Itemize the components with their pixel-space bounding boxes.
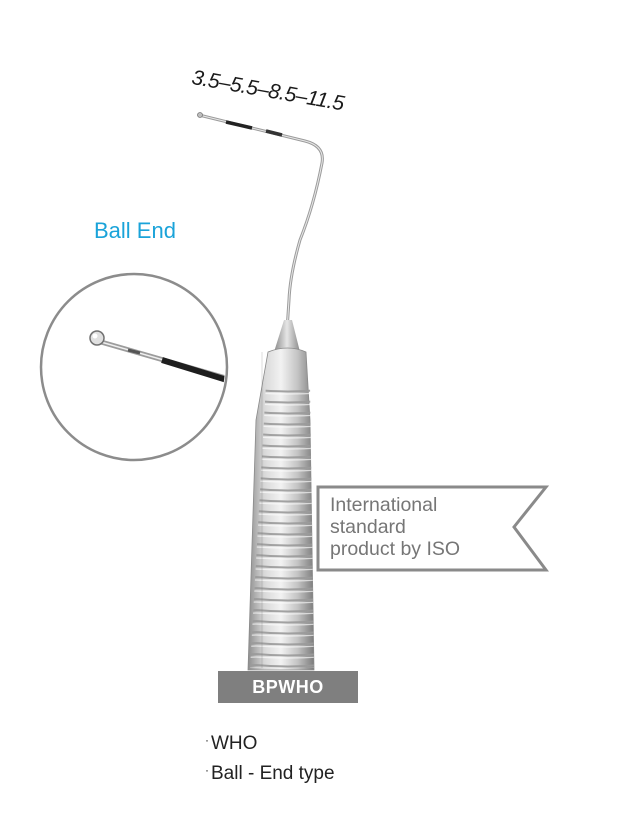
feature-text: Ball - End type [211,763,335,784]
model-label: BPWHO [218,671,358,703]
iso-line-2: standard [330,516,406,538]
iso-line-1: International [330,494,438,516]
bullet-icon: · [205,763,209,777]
feature-text: WHO [211,733,258,754]
probe-handle [247,347,315,671]
iso-line-3: product by ISO [330,538,461,560]
ball-end-label: Ball End [94,218,176,243]
feature-item: ·Ball - End type [205,757,335,787]
iso-banner-text: International standard product by ISO [330,494,460,560]
feature-list: ·WHO ·Ball - End type [205,727,335,787]
feature-item: ·WHO [205,727,335,757]
probe-tip [197,112,324,332]
iso-ribbon [316,485,550,572]
bullet-icon: · [205,733,209,747]
ball-end-magnifier [39,272,229,462]
probe-neck [274,320,300,352]
